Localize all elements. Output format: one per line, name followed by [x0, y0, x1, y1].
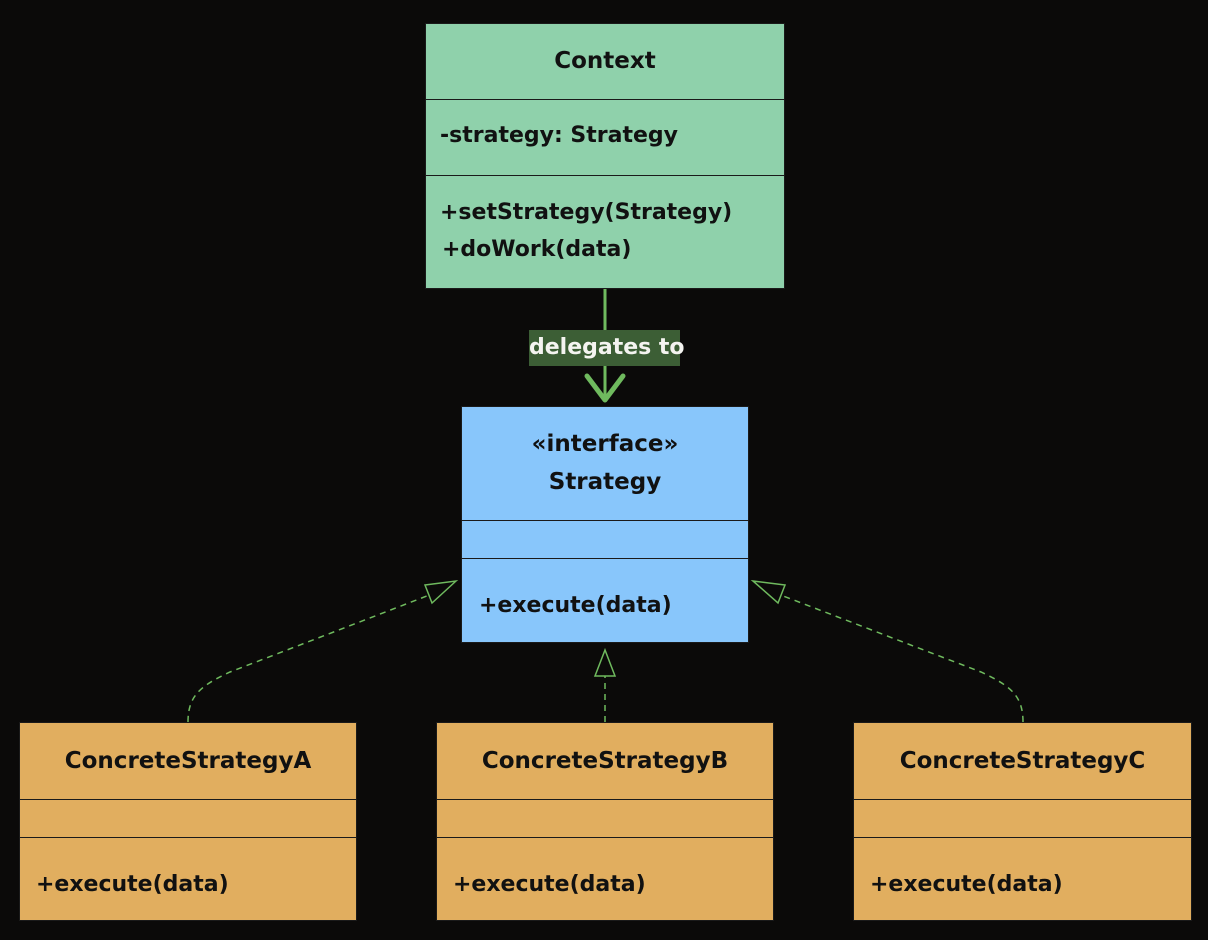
class-name: ConcreteStrategyA [64, 748, 312, 774]
class-name-section: ConcreteStrategyA [20, 723, 356, 799]
realization-edge-a [187, 593, 433, 723]
attribute: -strategy: Strategy [440, 123, 679, 148]
attributes-section [854, 799, 1191, 837]
methods-section: +execute(data) [854, 837, 1191, 920]
class-name: Context [554, 48, 656, 74]
class-name-section: ConcreteStrategyC [854, 723, 1191, 799]
concrete-strategy-c-class: ConcreteStrategyC +execute(data) [853, 722, 1192, 921]
class-name-section: ConcreteStrategyB [437, 723, 773, 799]
method: +execute(data) [36, 872, 229, 897]
method: +execute(data) [453, 872, 646, 897]
concrete-strategy-a-class: ConcreteStrategyA +execute(data) [19, 722, 357, 921]
context-class: Context -strategy: Strategy +setStrategy… [425, 23, 785, 289]
methods-section: +execute(data) [437, 837, 773, 920]
realization-arrowhead-b [593, 647, 617, 677]
strategy-interface: «interface» Strategy +execute(data) [461, 406, 749, 643]
realization-edge-c [777, 593, 1024, 723]
methods-section: +execute(data) [462, 558, 748, 642]
attributes-section: -strategy: Strategy [426, 99, 784, 175]
concrete-strategy-b-class: ConcreteStrategyB +execute(data) [436, 722, 774, 921]
methods-section: +setStrategy(Strategy) +doWork(data) [426, 175, 784, 288]
delegation-arrowhead [584, 373, 626, 403]
method: +execute(data) [870, 872, 1063, 897]
realization-arrowhead-a [423, 579, 459, 605]
attributes-section [20, 799, 356, 837]
realization-arrowhead-c [750, 579, 787, 605]
class-name: Strategy [548, 469, 662, 495]
stereotype: «interface» [531, 431, 679, 457]
delegation-label: delegates to [529, 330, 685, 366]
class-name-section: «interface» Strategy [462, 407, 748, 520]
attributes-section [437, 799, 773, 837]
method: +doWork(data) [442, 237, 632, 262]
class-name: ConcreteStrategyC [899, 748, 1146, 774]
class-name: ConcreteStrategyB [481, 748, 729, 774]
method: +execute(data) [479, 593, 672, 618]
method: +setStrategy(Strategy) [440, 200, 733, 225]
attributes-section [462, 520, 748, 558]
class-name-section: Context [426, 24, 784, 99]
methods-section: +execute(data) [20, 837, 356, 920]
